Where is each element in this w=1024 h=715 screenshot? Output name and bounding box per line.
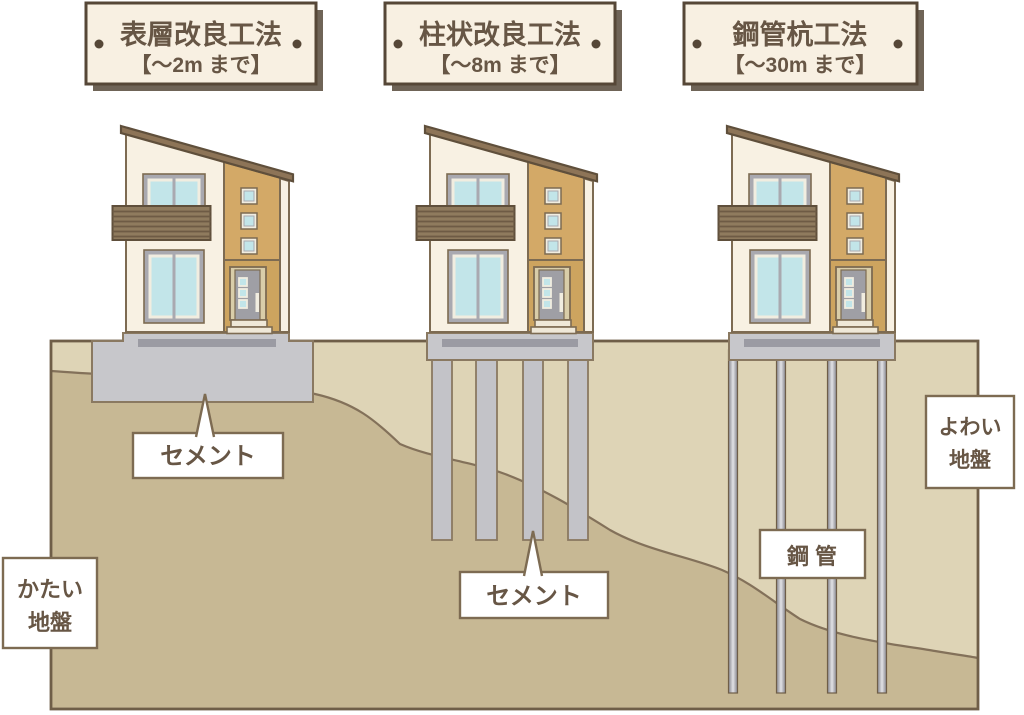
screw-icon [393, 39, 403, 49]
foundation-surface-cement-block [91, 332, 314, 403]
foundation-shadow-stripe [138, 339, 276, 347]
steel-pipe [876, 349, 888, 694]
house-illustration-3 [717, 124, 901, 335]
foundation-shadow-stripe [442, 339, 578, 347]
sign-subtitle: 【～30m まで】 [724, 54, 877, 77]
house-illustration-1 [111, 124, 295, 335]
cement-pile [431, 349, 453, 541]
sign-title: 柱状改良工法 [419, 19, 581, 50]
screw-icon [591, 39, 601, 49]
screw-icon [94, 39, 104, 49]
sign-plate [383, 1, 617, 86]
cement-pile [475, 349, 498, 541]
weak-ground-label-line2: 地盤 [949, 448, 992, 472]
foundation-cement-columns [426, 332, 594, 541]
sign-board-1: 表層改良工法 【～2m まで】 [84, 1, 323, 91]
weak-ground-label: よわい 地盤 [924, 394, 1016, 490]
sign-subtitle: 【～2m まで】 [130, 54, 271, 77]
sign-title: 表層改良工法 [120, 19, 282, 50]
steel-pipe-label: 鋼 管 [758, 528, 867, 580]
steel-pipe-label-text: 鋼 管 [786, 544, 837, 569]
screw-icon [893, 39, 903, 49]
sign-plate [84, 1, 318, 86]
cement-pile [522, 349, 544, 541]
cement-callout-left: セメント [131, 393, 285, 480]
weak-ground-label-line1: よわい [939, 416, 1002, 439]
hard-ground-label-line2: 地盤 [28, 610, 73, 635]
cement-callout-left-text: セメント [160, 443, 256, 470]
screw-icon [692, 39, 702, 49]
cement-pile [567, 349, 589, 541]
sign-board-2: 柱状改良工法 【～8m まで】 [383, 1, 622, 91]
steel-pipe [775, 349, 787, 694]
callout-pointer [194, 393, 216, 438]
sign-plate [682, 1, 919, 86]
screw-icon [292, 39, 302, 49]
cement-callout-middle-text: セメント [486, 583, 582, 610]
hard-ground-label-line1: かたい [17, 577, 83, 602]
foundation-steel-pipes [727, 332, 896, 694]
cement-callout-middle: セメント [458, 530, 610, 620]
steel-pipe [727, 349, 739, 694]
callout-pointer [522, 530, 544, 577]
sign-title: 鋼管杭工法 [733, 19, 868, 50]
hard-ground-label: かたい 地盤 [1, 556, 99, 650]
sign-board-3: 鋼管杭工法 【～30m まで】 [682, 1, 924, 91]
foundation-shadow-stripe [744, 339, 880, 347]
house-illustration-2 [415, 124, 599, 335]
sign-subtitle: 【～8m まで】 [429, 54, 570, 77]
steel-pipe [826, 349, 838, 694]
